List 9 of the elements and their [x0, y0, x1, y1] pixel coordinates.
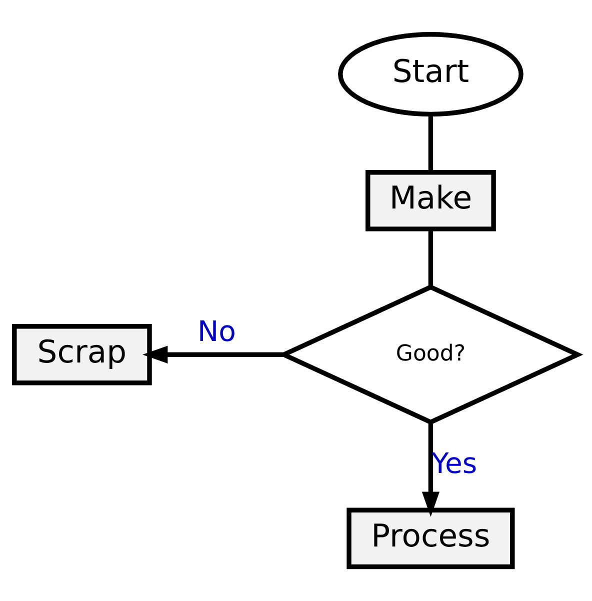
node-box: Scrap	[12, 324, 152, 386]
arrow	[422, 422, 440, 517]
connector	[428, 114, 434, 172]
node-ellipse: Start	[338, 32, 524, 117]
arrow	[142, 346, 284, 364]
connector	[428, 229, 434, 287]
node-box: Process	[346, 508, 515, 570]
edge-label: No	[197, 315, 236, 348]
node-box: Make	[366, 170, 496, 232]
